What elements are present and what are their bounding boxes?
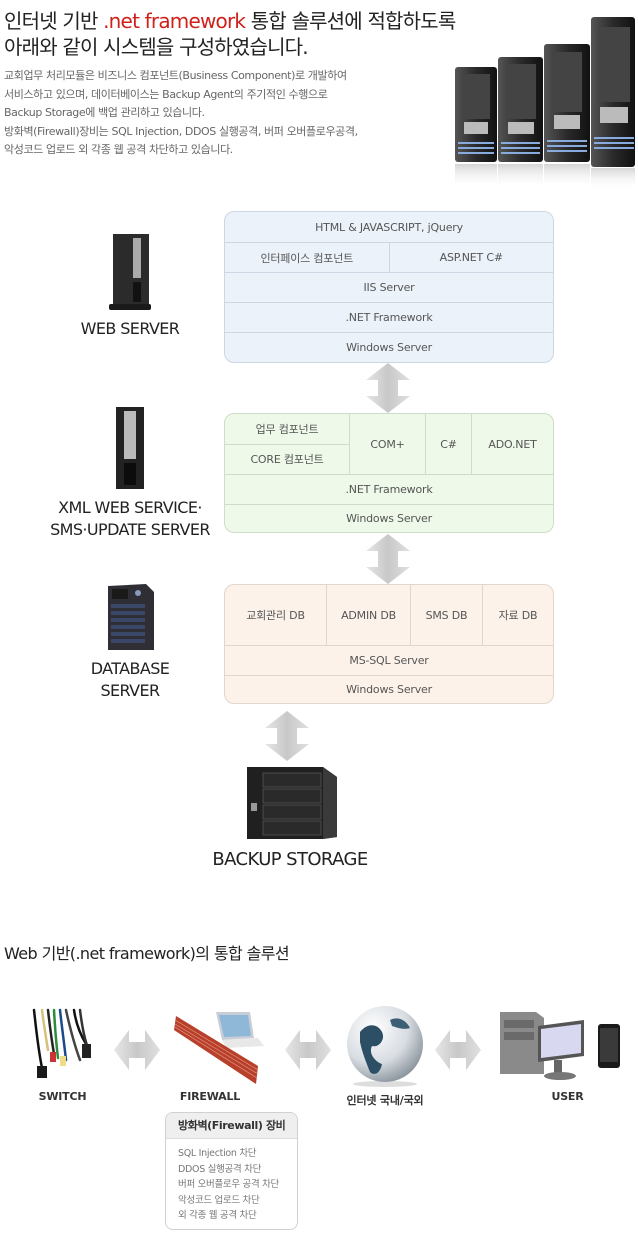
database-server-stack: 교회관리 DB ADMIN DB SMS DB 자료 DB MS-SQL Ser… xyxy=(224,584,554,704)
firewall-features-list: SQL Injection 차단 DDOS 실행공격 차단 버퍼 오버플로우 공… xyxy=(166,1139,297,1224)
database-server-label-2: SERVER xyxy=(100,681,160,700)
stack-cell: HTML & JAVASCRIPT, jQuery xyxy=(315,220,463,234)
stack-cell: Windows Server xyxy=(346,512,432,525)
service-server-label-1: XML WEB SERVICE· xyxy=(58,498,202,517)
stack-cell: MS-SQL Server xyxy=(349,654,429,667)
stack-row: .NET Framework xyxy=(225,474,553,504)
stack-cell: 인터페이스 컴포넌트 xyxy=(260,251,354,265)
solution-title: Web 기반(.net framework)의 통합 솔루션 xyxy=(4,944,290,963)
service-server-label-2: SMS·UPDATE SERVER xyxy=(50,520,210,539)
service-server-stack: 업무 컴포넌트 CORE 컴포넌트 COM+ C# ADO.NET .NET F… xyxy=(224,413,554,533)
stack-cell: 업무 컴포넌트 xyxy=(225,415,349,445)
backup-storage-label: BACKUP STORAGE xyxy=(212,849,368,870)
web-server-label: WEB SERVER xyxy=(80,319,180,338)
stack-row: Windows Server xyxy=(225,504,553,532)
firewall-features-title: 방화벽(Firewall) 장비 xyxy=(166,1113,297,1139)
stack-cell: .NET Framework xyxy=(345,311,433,324)
components-column: 업무 컴포넌트 CORE 컴포넌트 xyxy=(225,414,349,474)
stack-cell: ASP.NET C# xyxy=(388,243,554,272)
bidirectional-arrow-icon xyxy=(435,1030,481,1070)
stack-cell: 교회관리 DB xyxy=(246,609,305,622)
title-accent: .net framework xyxy=(103,9,246,33)
stack-cell: COM+ xyxy=(349,414,425,474)
firewall-label: FIREWALL xyxy=(179,1090,241,1103)
firewall-features-box: 방화벽(Firewall) 장비 SQL Injection 차단 DDOS 실… xyxy=(165,1112,298,1230)
stack-cell: SMS DB xyxy=(410,585,482,645)
stack-cell: Windows Server xyxy=(346,683,432,696)
backup-storage-icon xyxy=(247,767,337,839)
bidirectional-arrow-icon xyxy=(285,1030,331,1070)
bidirectional-arrow-icon xyxy=(265,711,309,761)
stack-row: IIS Server xyxy=(225,272,553,302)
stack-cell: CORE 컴포넌트 xyxy=(250,453,324,466)
cables-icon xyxy=(32,1008,91,1078)
stack-row: .NET Framework xyxy=(225,302,553,332)
bidirectional-arrow-icon xyxy=(366,363,410,413)
stack-cell: IIS Server xyxy=(363,281,415,294)
intro-title: 인터넷 기반 .net framework 통합 솔루션에 적합하도록 아래와 … xyxy=(4,8,456,60)
switch-label: SWITCH xyxy=(38,1090,87,1103)
stack-row: Windows Server xyxy=(225,675,553,703)
stack-row: 교회관리 DB ADMIN DB SMS DB 자료 DB xyxy=(225,585,553,645)
service-server-node: XML WEB SERVICE· SMS·UPDATE SERVER xyxy=(40,405,220,541)
bidirectional-arrow-icon xyxy=(114,1030,160,1070)
stack-row: HTML & JAVASCRIPT, jQuery xyxy=(225,212,553,242)
list-item: DDOS 실행공격 차단 xyxy=(178,1163,262,1175)
web-server-node: WEB SERVER xyxy=(60,232,200,340)
stack-cell: .NET Framework xyxy=(345,483,433,496)
computer-icon xyxy=(500,1012,620,1080)
stack-row: 인터페이스 컴포넌트 ASP.NET C# xyxy=(225,242,553,272)
stack-row: MS-SQL Server xyxy=(225,645,553,675)
list-item: 악성코드 업로드 차단 xyxy=(178,1194,260,1206)
internet-label: 인터넷 국내/국외 xyxy=(346,1094,424,1107)
stack-row: 업무 컴포넌트 CORE 컴포넌트 COM+ C# ADO.NET xyxy=(225,414,553,474)
stack-cell: ADMIN DB xyxy=(326,585,410,645)
tower-server-icon xyxy=(109,234,151,310)
web-server-stack: HTML & JAVASCRIPT, jQuery 인터페이스 컴포넌트 ASP… xyxy=(224,211,554,363)
list-item: 외 각종 웹 공격 차단 xyxy=(178,1210,257,1221)
bidirectional-arrow-icon xyxy=(366,534,410,584)
globe-icon xyxy=(347,1006,423,1087)
stack-cell: C# xyxy=(425,414,471,474)
stack-cell: Windows Server xyxy=(346,341,432,354)
intro-title-line2: 아래와 같이 시스템을 구성하였습니다. xyxy=(4,35,309,59)
server-towers-icon xyxy=(455,17,635,190)
database-server-node: DATABASE SERVER xyxy=(60,580,200,702)
list-item: SQL Injection 차단 xyxy=(178,1148,257,1159)
database-server-label-1: DATABASE xyxy=(90,659,170,678)
stack-cell: 자료 DB xyxy=(482,585,553,645)
list-item: 버퍼 오버플로우 공격 차단 xyxy=(178,1179,279,1190)
tower-server-icon xyxy=(116,407,144,489)
stack-row: Windows Server xyxy=(225,332,553,362)
intro-title-line1: 인터넷 기반 .net framework 통합 솔루션에 적합하도록 xyxy=(4,9,456,33)
firewall-icon xyxy=(174,1012,264,1084)
user-label: USER xyxy=(551,1090,584,1103)
stack-cell: ADO.NET xyxy=(471,414,553,474)
intro-description: 교회업무 처리모듈은 비즈니스 컴포넌트(Business Component)… xyxy=(4,69,358,156)
database-server-icon xyxy=(108,584,154,650)
